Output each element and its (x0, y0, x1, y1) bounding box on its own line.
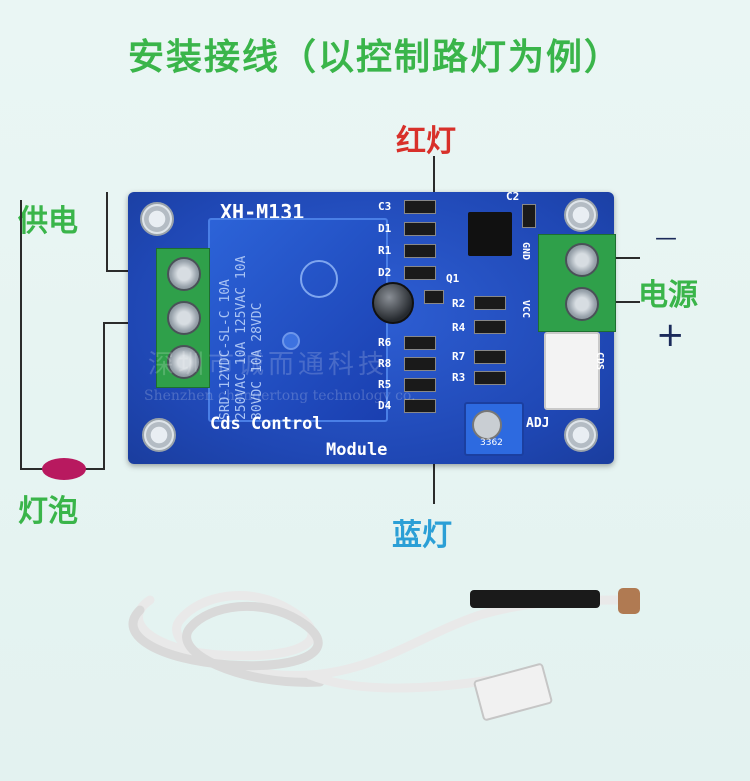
photoresistor-sensor (618, 588, 640, 614)
jst-plug (473, 663, 553, 721)
power-supply-label: 供电 (18, 204, 78, 239)
smd-d4 (404, 399, 436, 413)
heat-shrink (470, 590, 600, 608)
relay-pin (282, 332, 300, 350)
smd-r6 (404, 336, 436, 350)
plus-sign: + (656, 315, 685, 355)
label-r8: R8 (378, 357, 392, 370)
bulb-icon (42, 458, 86, 480)
smd-r7 (474, 350, 506, 364)
component-column-mid: R2 R4 (452, 292, 465, 340)
label-c2: C2 (506, 190, 520, 203)
relay: SRD-12VDC-SL-C 10A 250VAC 10A 125VAC 10A… (208, 218, 388, 422)
bulb-line-right (103, 322, 105, 470)
component-column-left: C3 D1 R1 D2 (378, 196, 402, 284)
power-terminal-block (538, 234, 616, 332)
minus-sign: — (655, 226, 677, 251)
load-terminal-block (156, 248, 210, 388)
transistor-q1 (424, 290, 444, 304)
relay-module-board: XH-M131 SRD-12VDC-SL-C 10A 250VAC 10A 12… (128, 190, 616, 464)
board-name-line2: Module (326, 440, 388, 460)
label-r7: R7 (452, 350, 466, 363)
page-title: 安装接线（以控制路灯为例） (127, 37, 622, 78)
ic-chip (468, 212, 512, 256)
component-column-mid-lower: R7 R3 (452, 346, 465, 388)
screw-1 (167, 257, 201, 291)
smd-d2 (404, 266, 436, 280)
smd-r4 (474, 320, 506, 334)
screw-gnd (565, 243, 599, 277)
label-r4: R4 (452, 321, 466, 334)
label-r6: R6 (378, 336, 392, 349)
cds-connector (544, 332, 600, 410)
bulb-line-bottom-left (20, 468, 44, 470)
board-name-line1: Cds Control (210, 414, 323, 434)
smd-r3 (474, 371, 506, 385)
blue-lamp-line (433, 462, 435, 504)
label-r3: R3 (452, 371, 466, 384)
screw-vcc (565, 287, 599, 321)
mount-hole-bottom-right (564, 418, 598, 452)
red-lamp-label: 红灯 (396, 124, 456, 159)
pin-vcc: VCC (520, 300, 531, 319)
label-cds: CDS (594, 352, 605, 371)
red-lamp-line (433, 156, 435, 196)
screw-3 (167, 345, 201, 379)
mount-hole-bottom-left (142, 418, 176, 452)
smd-r1 (404, 244, 436, 258)
cable-tail (305, 670, 495, 693)
cable-loop-2 (128, 601, 325, 687)
power-source-label: 电源 (638, 278, 698, 313)
component-column-left-lower: R6 R8 R5 D4 (378, 332, 402, 416)
blue-lamp-label: 蓝灯 (392, 518, 452, 553)
label-c3: C3 (378, 200, 392, 213)
mount-hole-top-left (140, 202, 174, 236)
smd-d1 (404, 222, 436, 236)
smd-r2 (474, 296, 506, 310)
smd-c3 (404, 200, 436, 214)
pot-code: 3362 (480, 438, 503, 448)
label-d2: D2 (378, 266, 392, 279)
label-q1: Q1 (446, 272, 460, 285)
bulb-line-left (20, 200, 22, 470)
label-adj: ADJ (526, 416, 550, 431)
label-r5: R5 (378, 378, 392, 391)
electrolytic-capacitor (372, 282, 414, 324)
pin-gnd: GND (520, 242, 531, 261)
supply-line-vert (106, 192, 108, 272)
pot-knob (472, 410, 502, 440)
label-r2: R2 (452, 297, 466, 310)
bulb-label: 灯泡 (18, 494, 78, 529)
smd-r8 (404, 357, 436, 371)
label-d1: D1 (378, 222, 392, 235)
smd-c2 (522, 204, 536, 228)
bulb-line-bottom-right (84, 468, 104, 470)
label-d4: D4 (378, 399, 392, 412)
power-line-top (612, 257, 640, 259)
photoresistor-cable (128, 588, 640, 721)
label-r1: R1 (378, 244, 392, 257)
watermark-cn: 深圳市诚而通科技 (148, 350, 389, 380)
power-line-bottom (612, 301, 640, 303)
cqc-mark (300, 260, 338, 298)
smd-r5 (404, 378, 436, 392)
screw-2 (167, 301, 201, 335)
watermark-en: Shenzhen chengertong technology co. (144, 388, 416, 404)
potentiometer: 3362 (464, 402, 524, 456)
cable-run (305, 595, 625, 680)
mount-hole-top-right (564, 198, 598, 232)
